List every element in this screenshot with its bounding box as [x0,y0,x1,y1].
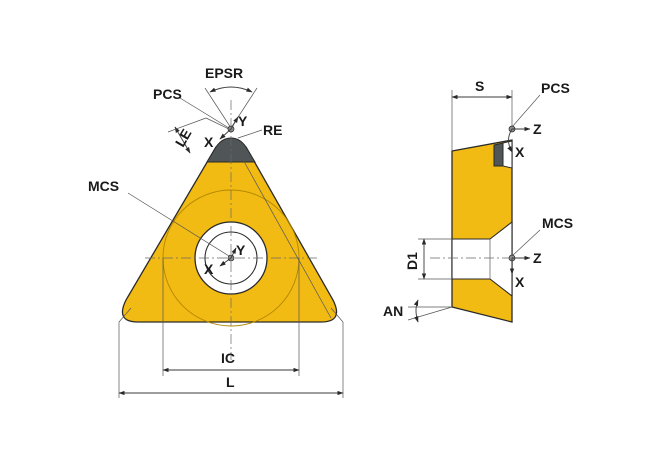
side-pcs-x-arrow [507,128,513,153]
pcs-y-axis-arrow [230,116,239,130]
le-extension-line [167,117,207,133]
side-mcs-leader [511,229,541,257]
side-cutting-notch [493,142,504,167]
an-label: AN [383,303,403,319]
axis-x-top-label: X [204,134,214,150]
side-mcs-label: MCS [542,215,573,231]
epsr-leader-left [204,87,232,129]
side-view: S PCS Z X MCS Z X D1 AN [383,78,573,323]
re-leader [237,129,263,139]
re-label: RE [263,122,282,138]
mcs-x-axis-arrow [219,257,232,267]
mcs-label: MCS [88,178,119,194]
pcs-leader [179,97,230,129]
pcs-label: PCS [153,86,182,102]
epsr-angle-arc [209,86,253,93]
axis-x-center-label: X [204,261,214,277]
an-angle-arc [413,299,419,323]
side-axis-x-center-label: X [515,274,525,290]
le-label: LE [172,126,195,149]
axis-y-top-label: Y [238,113,248,129]
side-pcs-leader [511,94,541,128]
side-axis-z-top-label: Z [533,121,542,137]
d1-label: D1 [404,252,420,270]
l-label: L [226,374,235,390]
l-corner-tangent-right [330,307,344,323]
side-pcs-label: PCS [541,80,570,96]
le-dimension-line [174,126,191,154]
l-corner-tangent-left [118,307,132,323]
axis-y-center-label: Y [236,242,246,258]
an-reference-line [407,306,453,321]
side-cutting-notch-white [502,140,513,169]
epsr-label: EPSR [205,65,243,81]
edge-extension-line-left [205,117,232,131]
side-axis-z-center-label: Z [533,250,542,266]
side-axis-x-top-label: X [515,144,525,160]
mcs-y-axis-arrow [230,247,237,259]
mcs-leader [127,192,230,257]
s-label: S [475,78,484,94]
ic-label: IC [221,350,235,366]
edge-extension-line [230,137,332,319]
pcs-x-axis-arrow [219,128,232,140]
front-view: EPSR PCS RE LE MCS Y X Y X IC L [88,65,344,398]
